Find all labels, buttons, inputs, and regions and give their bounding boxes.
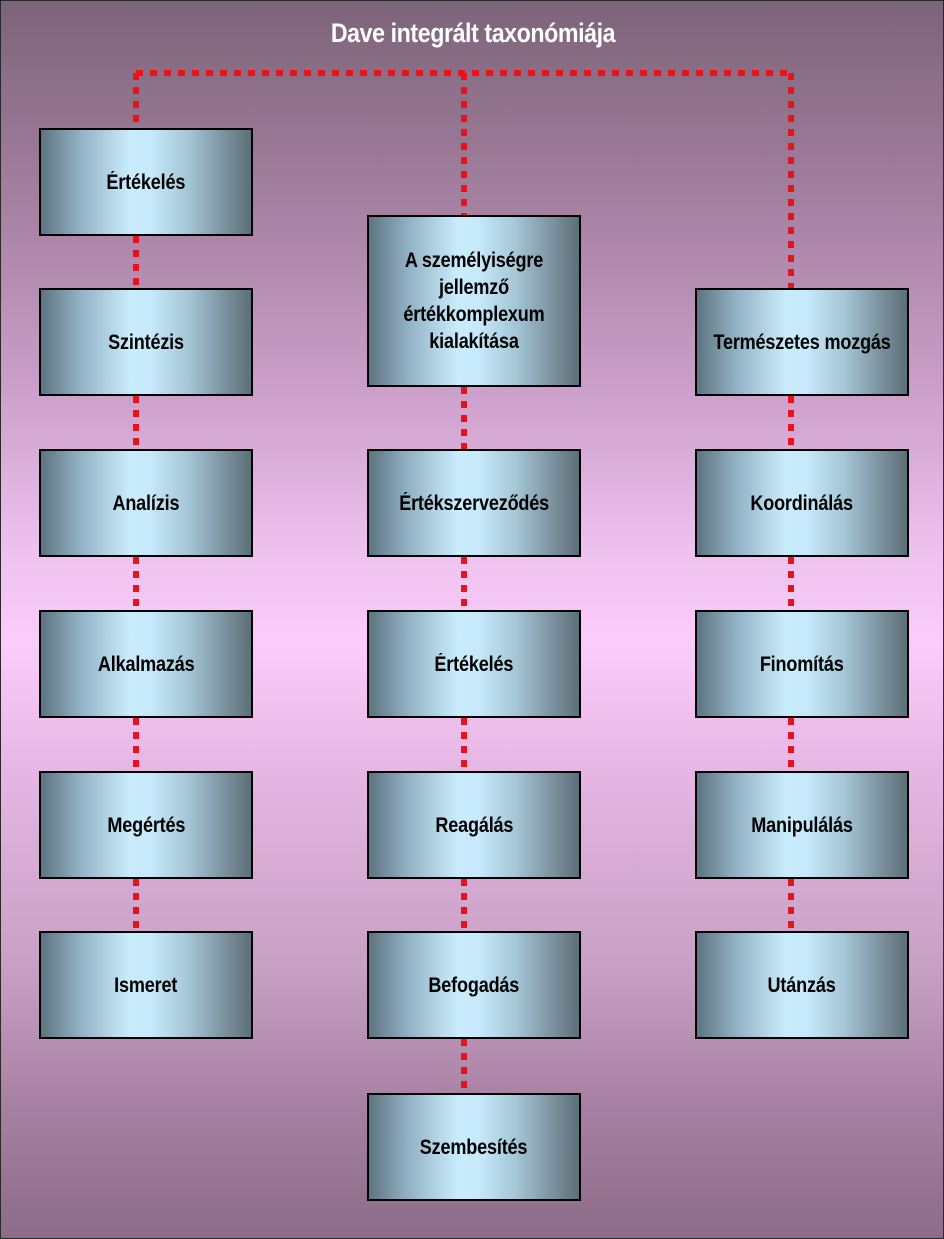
box-label: Értékszerveződés [399, 491, 549, 515]
box-middle-szemelyiseg: A személyiségre jellemző értékkomplexum … [367, 215, 581, 387]
box-label: Értékelés [106, 170, 186, 194]
box-label: Szintézis [108, 330, 184, 354]
box-label: Utánzás [767, 973, 837, 997]
box-label: Reagálás [435, 813, 513, 837]
box-label: Értékelés [434, 652, 514, 676]
box-middle-ertekszervezodes: Értékszerveződés [367, 449, 581, 557]
box-middle-befogadas: Befogadás [367, 931, 581, 1039]
box-label: Megértés [107, 813, 185, 837]
box-left-alkalmazas: Alkalmazás [39, 610, 253, 718]
box-label: Befogadás [428, 973, 520, 997]
box-label: Szembesítés [420, 1135, 528, 1159]
box-right-termeszetes-mozgas: Természetes mozgás [695, 288, 909, 396]
box-label: Koordinálás [750, 491, 854, 515]
box-label: Természetes mozgás [713, 330, 891, 354]
box-label: Alkalmazás [97, 652, 195, 676]
box-middle-reagalas: Reagálás [367, 771, 581, 879]
box-label: Ismeret [114, 973, 178, 997]
box-right-finomitas: Finomítás [695, 610, 909, 718]
box-middle-ertekeles: Értékelés [367, 610, 581, 718]
box-left-ismeret: Ismeret [39, 931, 253, 1039]
box-left-megertes: Megértés [39, 771, 253, 879]
box-middle-szembesites: Szembesítés [367, 1093, 581, 1201]
box-left-ertekeles: Értékelés [39, 128, 253, 236]
box-left-analizis: Analízis [39, 449, 253, 557]
box-left-szintezis: Szintézis [39, 288, 253, 396]
box-label: Manipulálás [751, 813, 853, 837]
box-label: A személyiségre jellemző értékkomplexum … [403, 249, 545, 353]
box-right-manipulalas: Manipulálás [695, 771, 909, 879]
box-right-koordinalas: Koordinálás [695, 449, 909, 557]
box-label: Analízis [112, 491, 180, 515]
box-right-utanzas: Utánzás [695, 931, 909, 1039]
box-label: Finomítás [760, 652, 844, 676]
diagram-title: Dave integrált taxonómiája [330, 18, 616, 48]
